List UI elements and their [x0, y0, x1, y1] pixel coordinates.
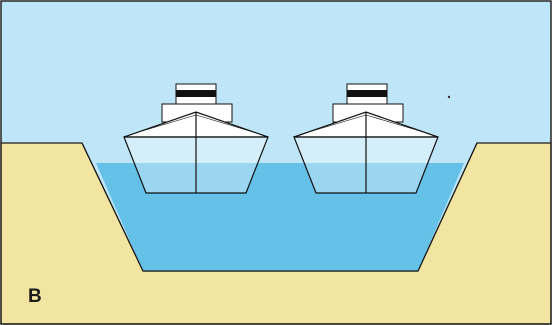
water: [96, 163, 464, 271]
sky-speck: [447, 95, 451, 99]
basin-outline: [81, 142, 478, 272]
ship-left-rail-l: [131, 114, 197, 135]
ship-left-funnel-band: [176, 90, 216, 97]
ship-right-rail-l: [301, 114, 367, 135]
ship-right-rail-r: [365, 114, 431, 135]
ship-right: [293, 83, 439, 194]
ship-right-funnel-band: [347, 90, 387, 97]
ship-left-rail-r: [195, 114, 261, 135]
ship-left: [123, 83, 269, 194]
panel-label: B: [28, 286, 42, 307]
